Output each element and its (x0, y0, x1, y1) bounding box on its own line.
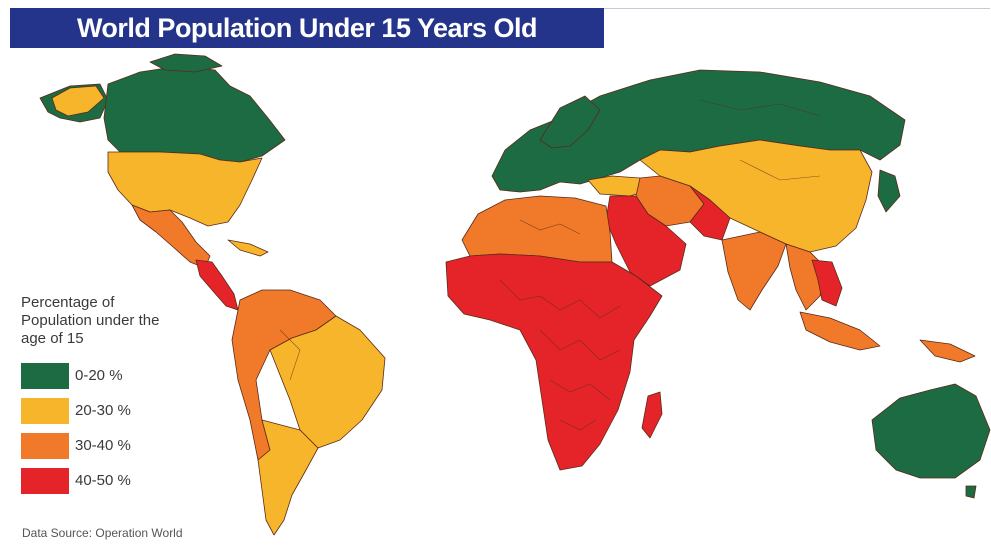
region-north-africa (461, 195, 613, 263)
region-southern-cone (257, 419, 319, 536)
data-source-note: Data Source: Operation World (22, 526, 183, 540)
legend-label: 20-30 % (75, 402, 131, 419)
region-south-america-north (231, 289, 337, 461)
region-tasmania (965, 485, 977, 499)
legend-label: 40-50 % (75, 472, 131, 489)
legend-swatch-yellow (21, 397, 69, 424)
legend: Percentage of Population under the age o… (21, 294, 221, 498)
legend-item: 20-30 % (21, 393, 221, 428)
legend-label: 0-20 % (75, 367, 123, 384)
region-arctic-islands (149, 53, 223, 73)
legend-item: 30-40 % (21, 428, 221, 463)
region-sub-saharan-africa (445, 253, 663, 471)
region-australia (871, 383, 991, 479)
region-indonesia (799, 311, 881, 351)
region-canada (103, 65, 286, 163)
legend-title: Percentage of Population under the age o… (21, 294, 160, 347)
legend-label: 30-40 % (75, 437, 131, 454)
region-arabia (605, 195, 687, 287)
legend-item: 40-50 % (21, 463, 221, 498)
legend-items: 0-20 % 20-30 % 30-40 % 40-50 % (21, 358, 221, 498)
legend-swatch-red (21, 467, 69, 494)
legend-swatch-orange (21, 432, 69, 459)
region-japan (877, 169, 901, 213)
region-afghanistan-pakistan (689, 185, 731, 241)
region-madagascar (641, 391, 663, 439)
region-usa (107, 151, 263, 227)
region-new-guinea (919, 339, 976, 363)
top-rule (604, 8, 990, 9)
region-scandinavia (539, 95, 601, 149)
region-indochina (811, 259, 843, 307)
region-india (721, 231, 787, 311)
legend-item: 0-20 % (21, 358, 221, 393)
legend-swatch-green (21, 362, 69, 389)
map-title: World Population Under 15 Years Old (10, 8, 604, 48)
region-caribbean (227, 239, 269, 257)
region-greenland (51, 85, 105, 117)
